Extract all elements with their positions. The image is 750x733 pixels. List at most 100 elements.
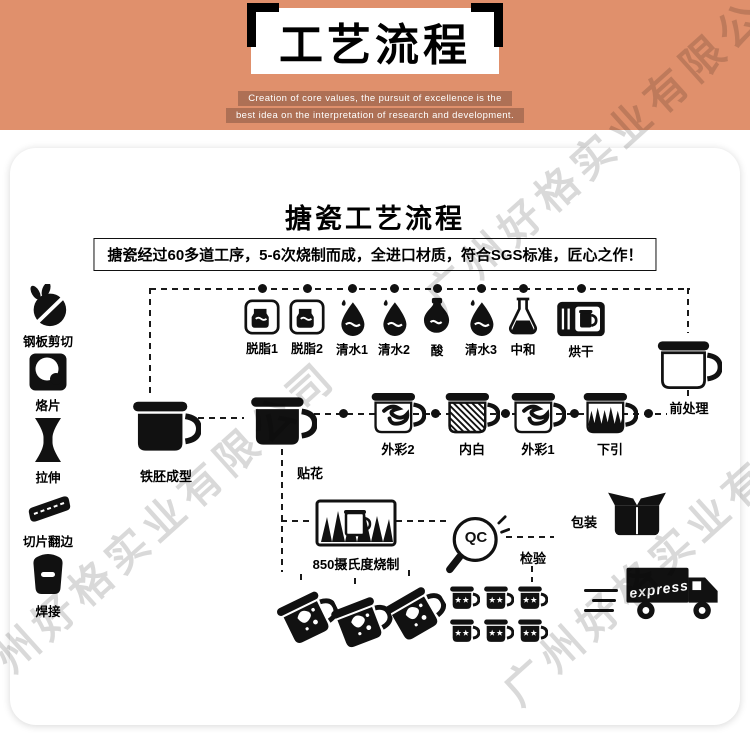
package-box-icon [606, 484, 668, 538]
speed-line [584, 589, 618, 592]
decal-label: 贴花 [296, 466, 323, 481]
step-dry: 烘干 [554, 300, 608, 360]
flow-node [433, 284, 442, 293]
flow-node [258, 284, 267, 293]
step-label: 内白 [458, 442, 485, 457]
step-rinse-1: 清水1 [329, 297, 375, 358]
inner-white-mug-icon [444, 386, 500, 434]
header-tagline: Creation of core values, the pursuit of … [0, 91, 750, 125]
flow-connector [150, 288, 690, 290]
step-inner-white: 内白 [443, 386, 501, 458]
neutralize-flask-icon [506, 296, 540, 336]
step-stretch: 拉伸 [13, 416, 83, 486]
flow-node [339, 409, 348, 418]
step-label: 中和 [510, 343, 536, 357]
speed-line [592, 599, 616, 602]
water-drop-icon [378, 297, 410, 336]
outline-mug-icon [656, 333, 722, 390]
flow-node [501, 409, 510, 418]
acid-bottle-icon [421, 296, 453, 337]
step-decal [246, 389, 320, 447]
flow-connector [281, 449, 283, 572]
step-label: 前处理 [667, 398, 711, 417]
weld-icon [28, 552, 68, 598]
step-label: 切片翻边 [22, 535, 73, 549]
step-label: 清水3 [465, 343, 497, 357]
flow-node [477, 284, 486, 293]
kiln-icon [315, 499, 397, 547]
bottom-coat-mug-icon [582, 386, 638, 434]
flow-node [390, 284, 399, 293]
water-drop-icon [465, 297, 497, 336]
tagline-line1: Creation of core values, the pursuit of … [238, 91, 512, 106]
corner-bracket-right-icon [471, 3, 503, 47]
star-mug-icon [517, 584, 548, 611]
step-label: 850摄氏度烧制 [312, 557, 400, 572]
flow-node [577, 284, 586, 293]
step-label: 脱脂2 [291, 342, 323, 356]
step-forming: 铁胚成型 [126, 393, 206, 485]
flow-connector [281, 520, 314, 522]
flow-connector [198, 417, 244, 419]
step-trim-flange: 切片翻边 [13, 486, 83, 550]
section-title: 搪瓷工艺流程 [285, 204, 465, 234]
star-mug-icon [449, 617, 480, 644]
flow-node [348, 284, 357, 293]
page-title: 工艺流程 [279, 21, 471, 70]
speed-line [584, 609, 614, 612]
flow-node [570, 409, 579, 418]
star-mug-icon [449, 584, 480, 611]
step-outer-color-2: 外彩2 [369, 386, 427, 458]
step-label: 脱脂1 [246, 342, 278, 356]
star-mug-icon [483, 584, 514, 611]
black-mug-icon [131, 393, 201, 453]
step-weld: 焊接 [13, 552, 83, 620]
step-label: 烘干 [568, 345, 594, 359]
outer-color-mug-icon [370, 386, 426, 434]
page-title-box: 工艺流程 [251, 8, 499, 74]
section-description: 搪瓷经过60多道工序，5-6次烧制而成，全进口材质，符合SGS标准，匠心之作！ [93, 238, 657, 271]
step-degrease-2: 脱脂2 [284, 299, 330, 357]
steel-shear-icon [26, 284, 70, 328]
qc-label: QC [464, 529, 488, 546]
flow-node [644, 409, 653, 418]
flow-connector [531, 566, 533, 582]
flow-connector [687, 288, 689, 333]
disc-punch-icon [28, 352, 68, 392]
packing-label: 包装 [570, 515, 597, 530]
step-label: 拉伸 [35, 471, 61, 485]
flow-connector [396, 520, 446, 522]
step-disc-punch: 烙片 [13, 352, 83, 414]
trim-flange-icon [24, 486, 72, 528]
step-label: 酸 [430, 344, 444, 358]
water-drop-icon [336, 297, 368, 336]
step-steel-cut: 钢板剪切 [13, 284, 83, 350]
step-neutralize: 中和 [500, 296, 546, 358]
step-label: 焊接 [35, 605, 61, 619]
step-label: 外彩1 [521, 442, 555, 457]
outer-color-mug-icon [510, 386, 566, 434]
degrease-tank-icon [244, 299, 280, 335]
flow-connector [300, 574, 302, 584]
corner-bracket-left-icon [247, 3, 279, 47]
step-label: 下引 [596, 442, 623, 457]
tagline-line2: best idea on the interpretation of resea… [225, 108, 525, 123]
degrease-tank-icon [289, 299, 325, 335]
stretch-icon [31, 416, 65, 464]
flow-connector [408, 570, 410, 580]
step-label: 清水2 [378, 343, 410, 357]
flow-connector [354, 578, 356, 588]
step-acid: 酸 [414, 296, 460, 359]
step-rinse-2: 清水2 [371, 297, 417, 358]
flow-node [519, 284, 528, 293]
header-banner: 工艺流程 Creation of core values, the pursui… [0, 0, 750, 130]
flow-node [431, 409, 440, 418]
step-label: 烙片 [35, 399, 61, 413]
step-bottom-coat: 下引 [581, 386, 639, 458]
flow-node [303, 284, 312, 293]
step-label: 清水1 [336, 343, 368, 357]
step-label: 铁胚成型 [139, 469, 192, 484]
flow-connector [506, 536, 554, 538]
step-rinse-3: 清水3 [458, 297, 504, 358]
